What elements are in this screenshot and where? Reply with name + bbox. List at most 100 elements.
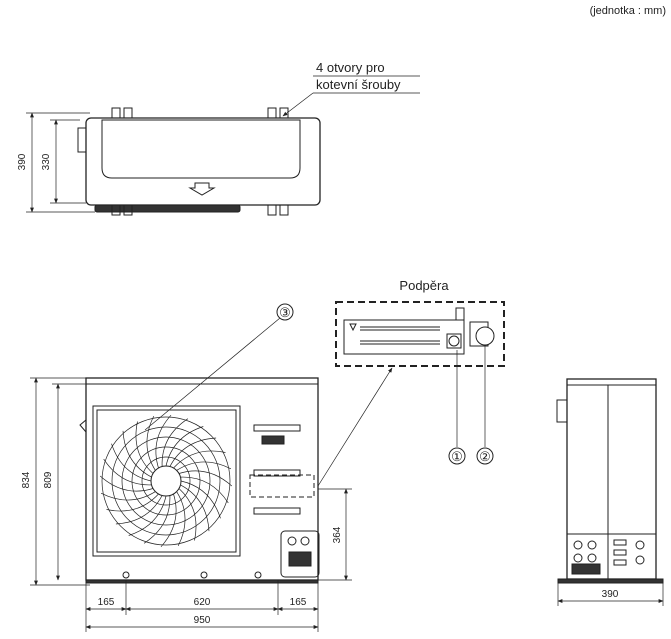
fan-spoke	[173, 450, 226, 469]
fan-ring	[141, 456, 191, 506]
anchor-lug	[111, 107, 121, 119]
side-port-block	[571, 563, 601, 575]
fan-grille-frame	[92, 405, 241, 557]
front-view-base	[85, 579, 319, 584]
anchor-lug	[123, 107, 133, 119]
valve-2-stem	[475, 326, 495, 346]
fan-spoke	[161, 418, 189, 467]
marker-2: ②	[479, 449, 491, 464]
port-hole	[300, 536, 310, 546]
fan-spoke	[122, 430, 152, 478]
dim-side-depth: 390	[602, 589, 619, 600]
side-slot	[613, 549, 627, 556]
unit-note: (jednotka : mm)	[590, 5, 666, 17]
anchor-lug	[279, 107, 289, 119]
fan-ring	[131, 446, 201, 516]
support-location-box	[249, 474, 315, 498]
fan-spoke	[128, 495, 167, 536]
marker-1-circle	[448, 447, 466, 465]
marker-3: ③	[279, 305, 291, 320]
dim-anchor-span: 620	[194, 597, 211, 608]
support-mark	[349, 323, 357, 332]
front-direction-arrow	[188, 182, 216, 196]
front-view-body	[85, 377, 319, 581]
valve-cap	[455, 307, 465, 321]
dim-top-outer: 390	[17, 153, 28, 170]
dim-front-height-outer: 834	[21, 471, 32, 488]
fan-spoke	[180, 480, 221, 519]
drain-stub	[79, 418, 87, 434]
top-view-body	[85, 117, 321, 206]
foot-bolt	[122, 571, 130, 579]
side-view-body	[566, 378, 657, 580]
fan-spoke	[176, 461, 232, 471]
dim-left-margin: 165	[98, 597, 115, 608]
detail-pointer	[317, 367, 393, 487]
fan-spoke	[165, 426, 204, 467]
port-hole	[287, 536, 297, 546]
dim-width: 950	[194, 615, 211, 626]
fan-spoke	[135, 421, 154, 474]
callout-leader	[282, 92, 314, 117]
dim-right-margin: 165	[290, 597, 307, 608]
dim-front-height-inner: 809	[43, 471, 54, 488]
support-detail: Podpěra ① ②	[317, 278, 505, 487]
marker-3-circle	[276, 303, 294, 321]
dim-top-inner: 330	[41, 153, 52, 170]
support-bracket	[343, 319, 465, 355]
foot-bolt	[254, 571, 262, 579]
callout-line-2: kotevní šrouby	[316, 77, 401, 92]
marker-2-circle	[476, 447, 494, 465]
top-view-lid	[101, 119, 301, 179]
side-slot	[613, 559, 627, 566]
anchor-lug	[279, 204, 289, 216]
panel-handle	[261, 435, 285, 445]
marker-1: ①	[451, 449, 463, 464]
fan-ring	[101, 416, 231, 546]
fan-grille	[99, 414, 233, 548]
service-valve-1	[446, 333, 462, 349]
fan-spoke	[111, 443, 152, 482]
fan-spoke	[180, 484, 210, 532]
panel-louver	[253, 424, 301, 432]
side-port	[587, 540, 597, 550]
support-title: Podpěra	[399, 278, 449, 293]
top-view: 4 otvory pro kotevní šrouby 390 330	[17, 60, 420, 216]
valve-1-stem	[448, 335, 460, 347]
support-dashed-frame	[335, 301, 505, 367]
fan-spoke	[155, 414, 172, 469]
anchor-lug	[267, 107, 277, 119]
fan-hub	[150, 465, 182, 497]
anchor-lug	[123, 204, 133, 216]
fan-spoke	[160, 493, 177, 548]
fan-spoke	[180, 476, 229, 504]
fan-ring	[121, 436, 211, 526]
dim-port-height: 364	[332, 526, 343, 543]
foot-bolt	[200, 571, 208, 579]
port-block	[288, 551, 312, 567]
side-port	[573, 553, 583, 563]
callout-line-1: 4 otvory pro	[316, 60, 385, 75]
side-port	[587, 553, 597, 563]
fan-spoke	[99, 475, 154, 492]
leader-fan	[144, 317, 281, 431]
fan-spoke	[178, 488, 197, 541]
side-base	[557, 578, 664, 584]
panel-louver	[253, 469, 301, 477]
fan-spoke	[100, 491, 156, 501]
service-port-panel	[280, 530, 320, 578]
side-port	[635, 540, 645, 550]
fan-spoke	[106, 493, 159, 512]
anchor-lug	[111, 204, 121, 216]
side-slot	[613, 539, 627, 546]
fan-spoke	[176, 491, 186, 547]
side-port	[573, 540, 583, 550]
fan-ring	[111, 426, 221, 536]
side-handle	[556, 399, 568, 423]
front-view: ③ 834 809 364 165 620 165 950	[21, 303, 352, 632]
top-view-handle	[77, 127, 87, 153]
panel-louver	[253, 507, 301, 515]
side-view: 390	[556, 378, 664, 606]
side-port	[635, 555, 645, 565]
